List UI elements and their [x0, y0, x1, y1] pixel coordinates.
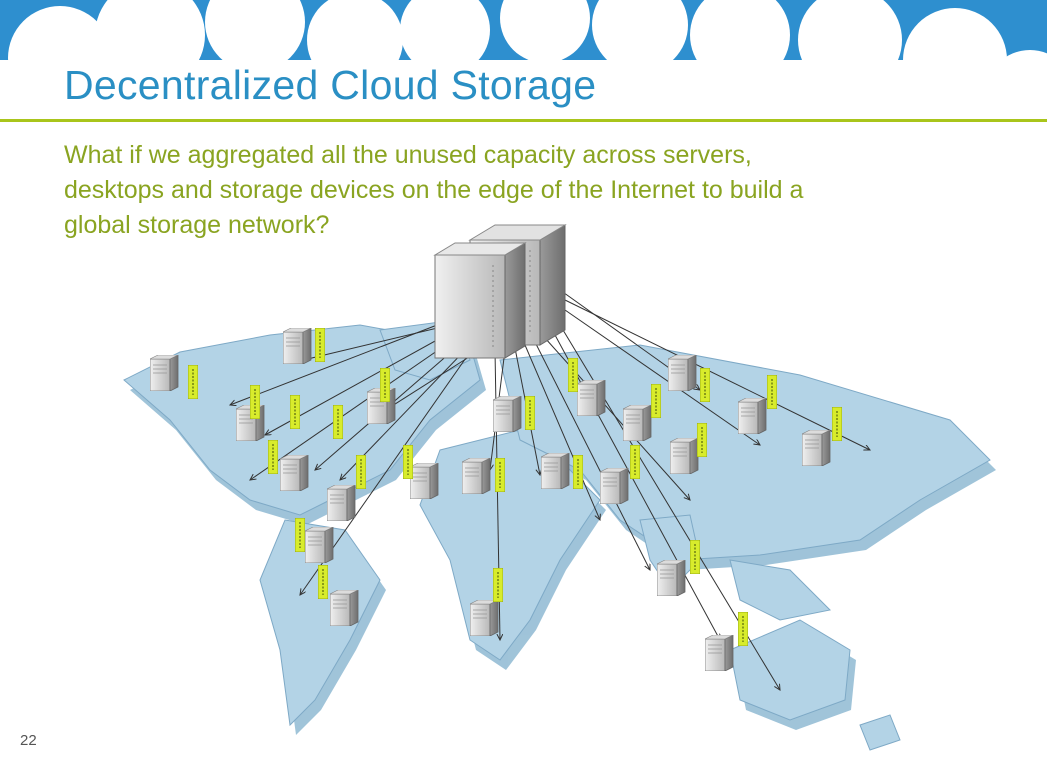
australia-shape: [729, 619, 851, 721]
subtitle-line: What if we aggregated all the unused cap…: [64, 141, 752, 169]
server-node: [493, 396, 535, 432]
title-divider: [0, 119, 1047, 122]
southeast-asia-shape: [729, 559, 832, 621]
new-zealand-shape: [859, 714, 901, 751]
world-map: [123, 319, 996, 751]
server-node: [462, 458, 505, 494]
slide-subtitle: What if we aggregated all the unused cap…: [64, 138, 964, 243]
central-server-icon: [433, 224, 567, 359]
slide-number: 22: [20, 732, 37, 749]
cloud-banner: [0, 0, 1047, 125]
south-america-shape: [259, 519, 381, 727]
subtitle-line: global storage network?: [64, 211, 330, 239]
server-node: [541, 453, 583, 489]
server-node: [283, 328, 325, 364]
server-node: [403, 445, 439, 499]
page-title: Decentralized Cloud Storage: [64, 62, 597, 108]
subtitle-line: desktops and storage devices on the edge…: [64, 176, 804, 204]
